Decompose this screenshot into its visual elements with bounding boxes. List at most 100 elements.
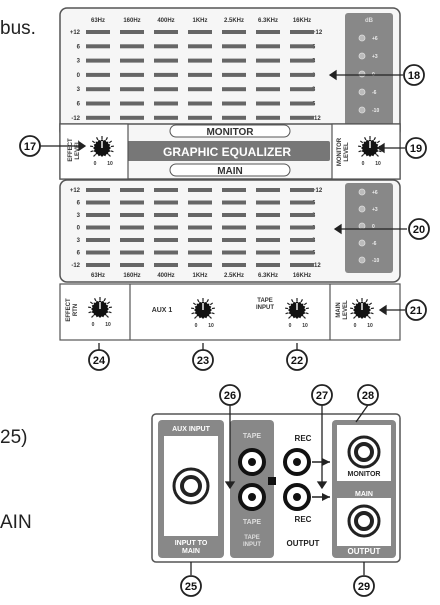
fader-segment <box>188 188 212 192</box>
tape-input-label: TAPE <box>257 298 273 304</box>
effect-rtn-knob[interactable]: 0 10 <box>88 297 112 328</box>
input-to-main-label-2: MAIN <box>182 548 200 555</box>
fader-segment <box>290 101 314 106</box>
tape-input-rear-label-2: INPUT <box>243 542 261 548</box>
callout-circle <box>286 349 308 371</box>
rec-label-2: REC <box>295 515 312 524</box>
freq-label: 1KHz <box>192 273 207 279</box>
fader-segment <box>290 200 314 205</box>
fader-segment <box>222 115 246 120</box>
callout-number: 24 <box>93 355 106 367</box>
rec-rca-jack-top[interactable] <box>283 448 311 476</box>
effect-rtn-label-2: RTN <box>73 304 79 316</box>
fader-segment <box>290 213 314 217</box>
knob-tick <box>91 140 96 144</box>
fader-segment <box>256 101 280 106</box>
knob-max-label: 10 <box>107 161 113 167</box>
tape-rca-jack-bottom[interactable] <box>238 483 266 511</box>
fader-segment <box>188 72 212 77</box>
fader-segment <box>222 263 246 267</box>
knob-tick <box>356 299 359 303</box>
knob-min-label: 0 <box>94 161 97 167</box>
fader-segment <box>222 30 246 34</box>
fader-segment <box>188 44 212 49</box>
knob-max-label: 10 <box>105 322 111 328</box>
knob-tick <box>302 315 306 319</box>
fader-segment <box>290 58 314 63</box>
knob-min-label: 0 <box>195 323 198 329</box>
callout-circle <box>19 135 41 157</box>
knob-tick <box>105 137 108 141</box>
fader-segment <box>188 263 212 267</box>
knob-tick <box>88 311 92 314</box>
tape-rca-jack-top[interactable] <box>238 448 266 476</box>
callout-number: 22 <box>291 355 303 367</box>
scale-left-label: +12 <box>70 30 81 36</box>
fader-segment <box>290 72 314 77</box>
meter-led <box>358 239 366 247</box>
fader-segment <box>222 238 246 242</box>
knob-tick <box>353 315 357 319</box>
meter-mark: -6 <box>372 241 377 247</box>
scale-right-label: +12 <box>312 30 323 36</box>
scale-left-label: 6 <box>77 251 81 257</box>
fader-segment <box>86 115 110 120</box>
geq-bar <box>125 141 330 161</box>
callout-number: 27 <box>316 390 328 402</box>
fader-segment <box>120 225 144 230</box>
callout-circle <box>357 384 379 406</box>
knob-tick <box>376 140 381 144</box>
knob-tick <box>89 301 94 305</box>
top-meter-panel <box>345 13 393 135</box>
fader-segment <box>120 115 144 120</box>
fader-segment <box>154 250 178 255</box>
scale-left-label: -12 <box>71 263 80 269</box>
fader-segment <box>222 188 246 192</box>
meter-led <box>358 52 366 60</box>
fader-segment <box>290 115 314 120</box>
knob-tick <box>359 140 364 144</box>
fader-segment <box>120 101 144 106</box>
callout-circle <box>405 299 427 321</box>
callout-circle <box>353 575 375 597</box>
fader-segment <box>154 200 178 205</box>
scale-right-label: -12 <box>312 263 321 269</box>
callout-number: 28 <box>362 390 374 402</box>
meter-mark: -10 <box>372 108 379 114</box>
scale-left-label: -12 <box>71 116 80 122</box>
fader-segment <box>154 87 178 92</box>
knob-tick <box>286 302 291 306</box>
fader-segment <box>256 263 280 267</box>
bottom-meter-panel <box>345 183 393 273</box>
effect-rtn-label: EFFECT <box>66 298 72 322</box>
fader-segment <box>120 72 144 77</box>
fader-segment <box>290 225 314 230</box>
effect-level-knob[interactable]: 0 10 <box>90 136 114 167</box>
aux-input-jack[interactable] <box>172 467 210 505</box>
knob-tick <box>364 137 367 141</box>
knob-min-label: 0 <box>92 322 95 328</box>
callout-circle <box>88 349 110 371</box>
main-output-jack[interactable] <box>347 504 381 538</box>
meter-led <box>358 106 366 114</box>
monitor-output-jack[interactable] <box>347 435 381 469</box>
knob-tick <box>367 315 371 319</box>
fader-segment <box>188 225 212 230</box>
fader-segment <box>154 44 178 49</box>
freq-label: 160Hz <box>123 18 140 24</box>
knob-tick <box>108 140 113 144</box>
fader-segment <box>256 44 280 49</box>
meter-mark: +3 <box>372 207 378 213</box>
freq-label: 16KHz <box>293 18 311 24</box>
scale-left-label: 0 <box>77 226 81 232</box>
knob-tick <box>191 312 195 315</box>
meter-led <box>358 34 366 42</box>
knob-tick <box>110 150 114 153</box>
rec-rca-jack-bottom[interactable] <box>283 483 311 511</box>
fader-segment <box>222 44 246 49</box>
callout-number: 29 <box>358 581 370 593</box>
